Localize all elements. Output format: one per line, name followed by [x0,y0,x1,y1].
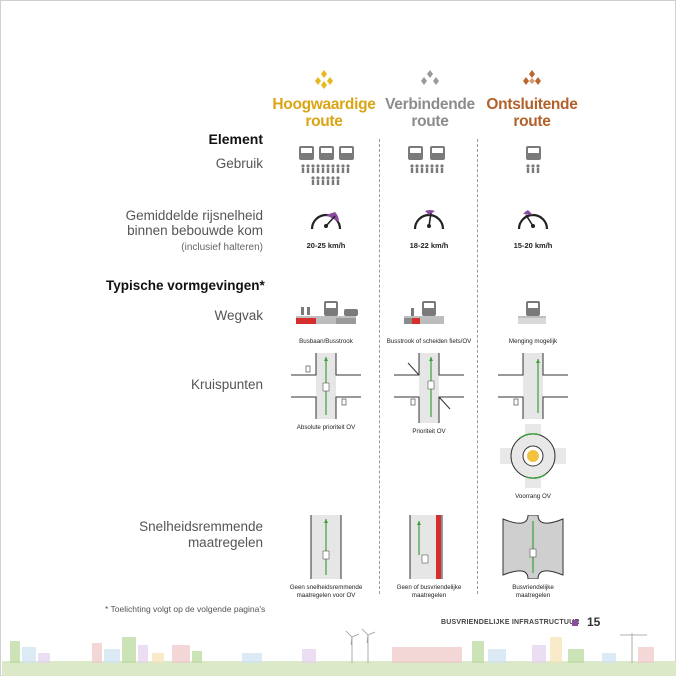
person-group-icon [410,164,444,173]
column-header-verbindend: Verbindende route [370,69,490,130]
section-title: Typische vormgevingen* [106,278,265,293]
person-group-icon [301,164,350,185]
speed-value: 20-25 km/h [306,241,346,250]
speed-ontsluitend: 15-20 km/h [478,205,588,250]
wegvak-caption: Busstrook of scheiden fiets/OV [386,338,472,345]
column-title-line2: route [411,113,449,130]
bus-icon [319,146,334,160]
rotonde-ontsluitend: Voorrang OV [478,424,588,501]
row-label-gebruik: Gebruik [215,156,263,171]
remmend-hoogwaardig: Geen snelheidsremmende maatregelen voor … [271,515,381,599]
page-number: 15 [587,615,601,629]
kruispunt-verbindend: Prioriteit OV [374,353,484,436]
diamond-cluster-icon [421,70,439,85]
city-skyline-illustration [2,628,676,676]
footnote: * Toelichting volgt op de volgende pagin… [105,604,266,614]
row-label-remmend-1: Snelheidsremmende [139,519,263,534]
row-label-snelheid-1: Gemiddelde rijsnelheid [125,208,263,223]
row-label-kruispunten: Kruispunten [190,377,263,392]
kruispunt-caption: Absolute prioriteit OV [296,424,356,431]
remmend-caption-2: maatregelen [411,591,447,599]
row-label-element: Element [208,131,263,147]
column-divider [477,139,478,594]
bus-icon [430,146,445,160]
column-title-line1: Hoogwaardige [272,96,376,113]
speed-value: 15-20 km/h [513,241,553,250]
column-title-line2: route [305,113,343,130]
bus-icon [339,146,354,160]
usage-icons-hoogwaardig [271,144,381,195]
roundabout-icon [500,424,566,488]
column-divider [379,139,380,594]
rotonde-caption: Voorrang OV [515,493,551,500]
diamond-cluster-icon [315,70,333,89]
speedometer-icon [310,212,342,230]
speed-hoogwaardig: 20-25 km/h [271,205,381,250]
person-group-icon [526,164,540,173]
column-header-hoogwaardig: Hoogwaardige route [264,69,384,130]
column-title-line1: Verbindende [385,96,475,113]
row-label-snelheid-2: binnen bebouwde kom [127,223,263,238]
remmend-caption-1: Busvriendelijke [512,584,554,591]
bus-icon [408,146,423,160]
bus-icon [299,146,314,160]
row-label-remmend-2: maatregelen [187,535,263,550]
column-title-line1: Ontsluitende [486,96,578,113]
speedometer-icon [413,210,445,230]
wegvak-ontsluitend: Menging mogelijk [478,299,588,346]
remmend-caption-2: maatregelen voor OV [296,591,356,599]
row-label-wegvak: Wegvak [214,308,263,323]
footer-section-title: BUSVRIENDELIJKE INFRASTRUCTUUR [441,619,580,626]
speed-verbindend: 18-22 km/h [374,205,484,250]
remmend-caption-1: Geen of busvriendelijke [396,584,462,591]
diamond-cluster-icon [523,70,541,85]
wegvak-hoogwaardig: Busbaan/Busstrook [271,299,381,346]
footer-square-icon [572,620,578,626]
remmend-caption-1: Geen snelheidsremmende [289,584,363,591]
wegvak-caption: Busbaan/Busstrook [299,338,353,345]
column-title-line2: route [513,113,551,130]
remmend-caption-2: maatregelen [515,591,551,599]
usage-icons-ontsluitend [478,144,588,185]
kruispunt-caption: Prioriteit OV [412,428,446,435]
remmend-ontsluitend: Busvriendelijke maatregelen [478,514,588,599]
speedometer-icon [517,210,549,230]
kruispunt-hoogwaardig: Absolute prioriteit OV [271,353,381,432]
column-header-ontsluitend: Ontsluitende route [472,69,592,130]
remmend-verbindend: Geen of busvriendelijke maatregelen [374,515,484,599]
bus-icon [526,146,541,160]
wegvak-caption: Menging mogelijk [508,338,558,345]
usage-icons-verbindend [374,144,484,185]
kruispunt-ontsluitend [478,353,588,424]
wegvak-verbindend: Busstrook of scheiden fiets/OV [374,299,484,346]
speed-value: 18-22 km/h [409,241,449,250]
row-label-snelheid-note: (inclusief halteren) [181,242,263,253]
